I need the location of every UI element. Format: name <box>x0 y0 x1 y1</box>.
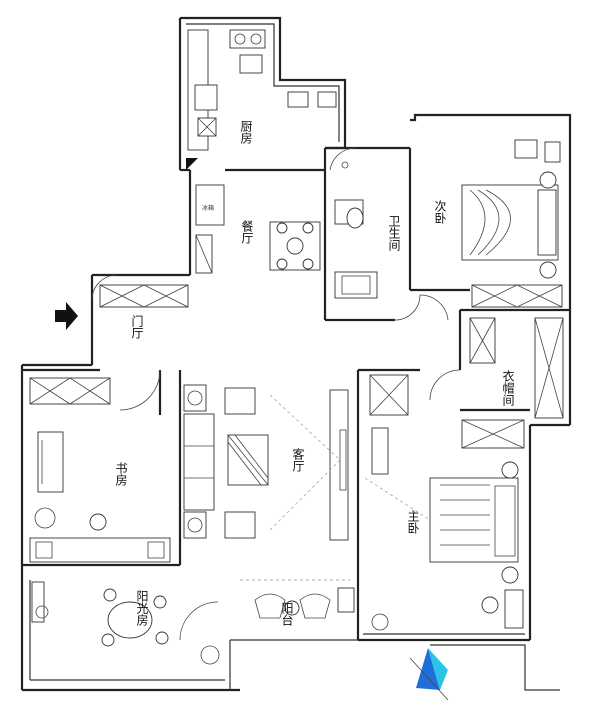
room-label-sunroom: 阳光房 <box>135 590 149 626</box>
entry-arrow-icon <box>55 302 78 330</box>
room-label-bathroom: 卫生间 <box>387 215 401 251</box>
room-label-study: 书房 <box>114 462 128 486</box>
room-label-dining: 餐厅 <box>240 219 254 244</box>
compass-icon <box>409 648 449 701</box>
room-label-entrance: 门厅 <box>130 314 144 339</box>
room-label-balcony: 阳台 <box>280 602 294 626</box>
kitchen-fixtures <box>186 29 337 170</box>
bathroom-fixtures <box>334 161 378 299</box>
room-label-kitchen: 厨房 <box>239 120 253 144</box>
room-label-second-bedroom: 次卧 <box>433 200 447 224</box>
study-fixtures <box>29 377 171 563</box>
closet-fixtures <box>469 317 564 419</box>
living-fixtures <box>183 384 349 541</box>
room-label-closet: 衣帽间 <box>501 369 515 406</box>
walls <box>20 16 572 692</box>
second-bedroom-fixtures <box>461 139 563 308</box>
master-bedroom-fixtures <box>364 374 525 631</box>
room-label-master-bedroom: 主卧 <box>406 510 420 534</box>
room-label-living: 客厅 <box>291 447 305 472</box>
doors <box>91 147 461 641</box>
svg-text:冰箱: 冰箱 <box>202 204 214 212</box>
sunroom-fixtures <box>31 579 355 665</box>
dining-fixtures: 冰箱 <box>99 184 321 308</box>
room-labels: 厨房 餐厅 卫生间 次卧 门厅 衣帽间 客厅 书房 主卧 阳光房 阳台 <box>114 120 515 626</box>
